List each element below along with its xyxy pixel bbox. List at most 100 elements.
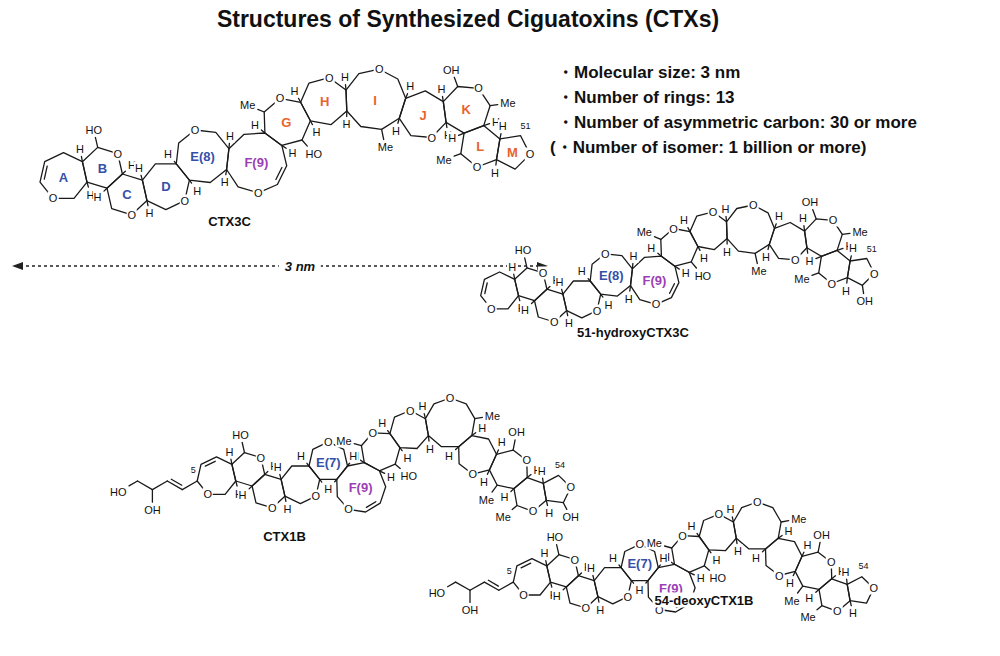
ring-letter: M bbox=[507, 145, 518, 158]
bond-line bbox=[388, 431, 390, 434]
bond-line bbox=[484, 124, 490, 126]
ring-letter: F(9) bbox=[349, 481, 373, 494]
atom-label: Me bbox=[499, 97, 516, 110]
scale-label: 3 nm bbox=[279, 259, 321, 274]
atom-label: Me bbox=[790, 512, 807, 525]
bond-line bbox=[87, 182, 88, 187]
atom-label: H bbox=[405, 80, 415, 93]
chain-bond bbox=[138, 481, 153, 490]
bond-line bbox=[152, 490, 153, 503]
compound-name: 54-deoxyCTX1B bbox=[653, 593, 756, 608]
atom-label: H bbox=[425, 442, 435, 455]
atom-label: H bbox=[785, 577, 795, 590]
atom-label: O bbox=[525, 148, 536, 161]
bond-line bbox=[532, 301, 535, 304]
atom-label: H bbox=[391, 124, 401, 137]
ring-letter: D bbox=[161, 179, 170, 192]
bond-line bbox=[806, 248, 808, 253]
atom-label: Me bbox=[484, 409, 501, 422]
atom-label: Me bbox=[495, 511, 512, 524]
bond-line bbox=[442, 96, 444, 101]
bond-line bbox=[299, 98, 301, 102]
atom-label: Me bbox=[636, 226, 653, 239]
atom-label: H bbox=[377, 417, 387, 430]
bond-line bbox=[495, 160, 497, 165]
atom-label: O bbox=[752, 496, 763, 509]
double-bond bbox=[670, 284, 675, 294]
atom-label: O bbox=[832, 605, 843, 618]
ring-letter: E(7) bbox=[627, 557, 652, 570]
atom-label: HO bbox=[84, 123, 103, 136]
atom-label: O bbox=[592, 304, 603, 317]
compound-name: 51-hydroxyCTX3C bbox=[575, 325, 691, 340]
bond-line bbox=[832, 576, 836, 579]
atom-label: H bbox=[238, 488, 248, 501]
atom-label: O bbox=[256, 451, 267, 464]
atom-label: H bbox=[687, 519, 697, 532]
atom-label: O bbox=[600, 247, 611, 260]
bond-line bbox=[335, 479, 337, 481]
atom-label: O bbox=[581, 602, 592, 615]
numbering-label: 5 bbox=[190, 466, 197, 475]
bond-line bbox=[547, 286, 550, 289]
bond-line bbox=[698, 247, 700, 251]
atom-label: O bbox=[190, 124, 201, 137]
atom-label: O bbox=[179, 194, 190, 207]
atom-label: H bbox=[629, 249, 639, 262]
bond-line bbox=[588, 279, 590, 281]
bond-line bbox=[487, 470, 489, 474]
atom-label: H bbox=[288, 146, 298, 159]
atom-label: H bbox=[418, 400, 428, 413]
atom-label: H bbox=[477, 421, 487, 434]
atom-label: H bbox=[624, 292, 634, 305]
atom-label: H bbox=[720, 202, 730, 215]
bond-line bbox=[542, 478, 544, 483]
bond-line bbox=[725, 216, 727, 221]
bond-line bbox=[310, 121, 312, 125]
bond-line bbox=[348, 463, 350, 466]
bond-line bbox=[850, 256, 851, 261]
atom-label: H bbox=[658, 551, 668, 564]
atom-label: H bbox=[192, 184, 202, 197]
atom-label: Me bbox=[750, 265, 767, 278]
bond-line bbox=[242, 443, 244, 453]
bond-line bbox=[601, 294, 603, 297]
atom-label: Me bbox=[793, 273, 810, 286]
atom-label: H bbox=[848, 242, 858, 255]
bond-line bbox=[775, 224, 777, 229]
atom-label: H bbox=[564, 317, 574, 330]
atom-label: O bbox=[828, 214, 839, 227]
atom-label: OH bbox=[461, 603, 480, 616]
info-bullet: ・Number of asymmetric carbon: 30 or more bbox=[557, 114, 917, 131]
numbering-label: 54 bbox=[857, 561, 869, 570]
double-bond bbox=[521, 563, 531, 568]
atom-label: O bbox=[538, 266, 549, 279]
atom-label: Me bbox=[239, 98, 256, 111]
atom-label: Me bbox=[851, 225, 868, 238]
atom-label: H bbox=[774, 210, 784, 223]
bond-line bbox=[428, 436, 430, 441]
bond-line bbox=[567, 311, 568, 316]
bond-line bbox=[129, 481, 138, 486]
bond-line bbox=[593, 576, 594, 581]
atom-label: H bbox=[555, 275, 565, 288]
atom-label: O bbox=[311, 490, 322, 503]
bond-line bbox=[513, 440, 515, 450]
bond-line bbox=[816, 256, 822, 258]
atom-label: O bbox=[522, 454, 533, 467]
title: Structures of Synthesized Ciguatoxins (C… bbox=[0, 8, 936, 31]
atom-label: H bbox=[479, 475, 489, 488]
bond-line bbox=[472, 433, 476, 436]
compound-name: CTX3C bbox=[206, 213, 253, 228]
info-bullet: ・Number of rings: 13 bbox=[557, 89, 735, 106]
ring-letter: E(8) bbox=[190, 150, 215, 163]
bond-line bbox=[285, 496, 286, 501]
bond-line bbox=[395, 464, 400, 468]
bond-line bbox=[704, 566, 709, 570]
atom-label: H bbox=[804, 255, 814, 268]
atom-label: H bbox=[841, 565, 851, 578]
ether-ring bbox=[264, 98, 310, 145]
atom-label: O bbox=[367, 426, 378, 439]
double-bond bbox=[366, 502, 375, 508]
atom-label: H bbox=[848, 607, 858, 620]
